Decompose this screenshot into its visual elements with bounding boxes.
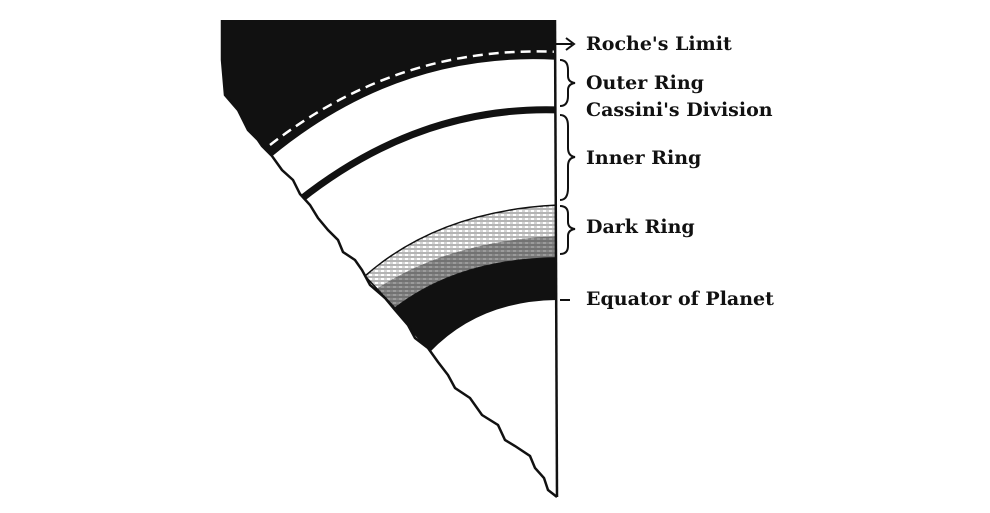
inner-ring-brace [559, 114, 576, 201]
planet-band [395, 258, 557, 352]
label-equator: Equator of Planet [586, 288, 774, 310]
label-outer-ring: Outer Ring [586, 72, 704, 94]
ring-wedge [222, 20, 557, 497]
roche-limit-arrow [556, 37, 576, 51]
roche-limit-line [269, 50, 557, 146]
wedge-right-edge [553, 19, 559, 498]
dark-ring-brace [559, 205, 576, 255]
label-dark-ring: Dark Ring [586, 216, 695, 238]
wedge-left-edge [220, 20, 558, 498]
beyond-roche-zone [222, 20, 557, 200]
label-inner-ring: Inner Ring [586, 147, 701, 169]
cassini-division-band [297, 106, 557, 203]
label-cassini-division: Cassini's Division [586, 99, 773, 121]
label-roche-limit: Roche's Limit [586, 33, 732, 55]
dark-ring-shading [375, 236, 557, 308]
outer-ring-brace [559, 59, 576, 107]
